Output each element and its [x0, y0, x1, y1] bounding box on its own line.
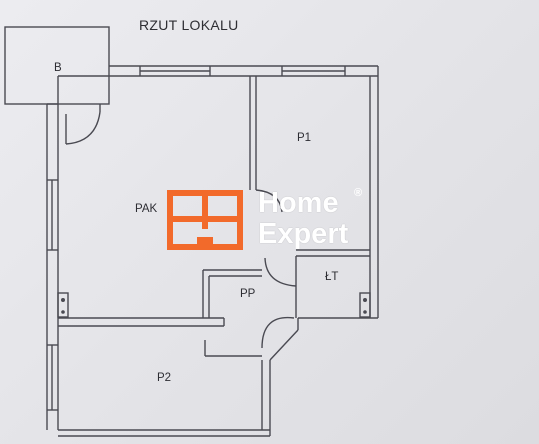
- room-label-pp: PP: [240, 288, 256, 300]
- room-label-p2: P2: [157, 372, 172, 384]
- room-label-pak: PAK: [135, 203, 158, 215]
- watermark-line-home: Home: [258, 187, 339, 219]
- room-label-p1: P1: [297, 132, 312, 144]
- plan-title: RZUT LOKALU: [139, 17, 239, 33]
- home-expert-watermark: Home Expert ®: [166, 187, 376, 251]
- watermark-line-expert: Expert: [258, 218, 349, 250]
- room-label-b: B: [54, 62, 62, 74]
- home-expert-logo-icon: [167, 190, 243, 250]
- watermark-text: Home Expert: [258, 189, 348, 249]
- registered-mark: ®: [354, 187, 363, 199]
- room-label-lt: ŁT: [325, 271, 339, 283]
